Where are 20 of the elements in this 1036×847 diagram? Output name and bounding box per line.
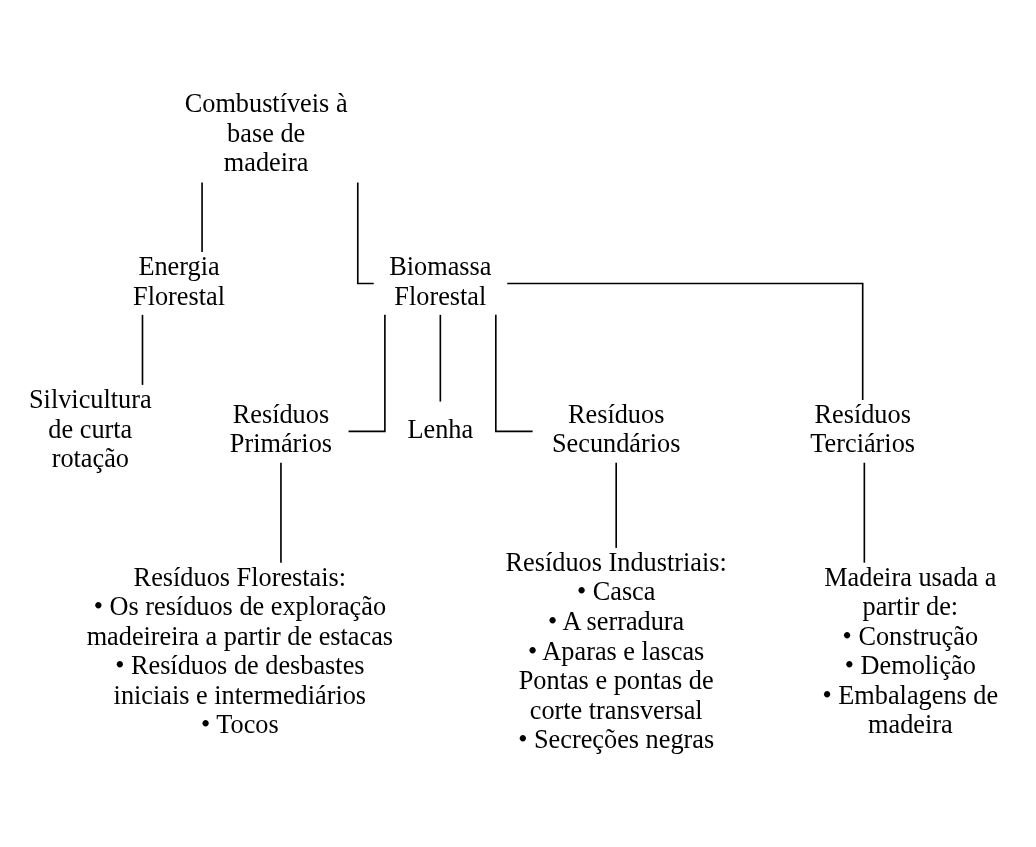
- connector: [506, 282, 864, 401]
- node-text: Resíduos Primários: [229, 399, 333, 458]
- node-text: Lenha: [407, 414, 474, 444]
- node-text: Resíduos Terciários: [810, 399, 916, 458]
- connector: [615, 461, 617, 549]
- connector: [863, 461, 866, 563]
- connector: [439, 313, 442, 402]
- node-text: Biomassa Florestal: [389, 251, 492, 311]
- connector: [201, 181, 203, 253]
- node-text: Madeira usada a partir de: • Construção • Demolição • Embalagens de madeira: [822, 562, 999, 739]
- node-text: Resíduos Industriais: • Casca • A serradura • Aparas e lascas Pontas e pontas de corte transversal • Secreções negras: [505, 547, 727, 754]
- node-text: Silvicultura de curta rotação: [28, 384, 152, 473]
- connector: [280, 461, 282, 563]
- connector: [141, 313, 144, 386]
- node-text: Resíduos Florestais: • Os resíduos de exploração madeireira a partir de estacas • Resíduos de desbastes iniciais e intermediários • Tocos: [86, 562, 394, 739]
- connector: [495, 313, 534, 432]
- node-text: Combustíveis à base de madeira: [184, 88, 348, 177]
- node-text: Energia Florestal: [133, 251, 226, 311]
- connector: [347, 313, 386, 432]
- node-text: Resíduos Secundários: [551, 399, 681, 458]
